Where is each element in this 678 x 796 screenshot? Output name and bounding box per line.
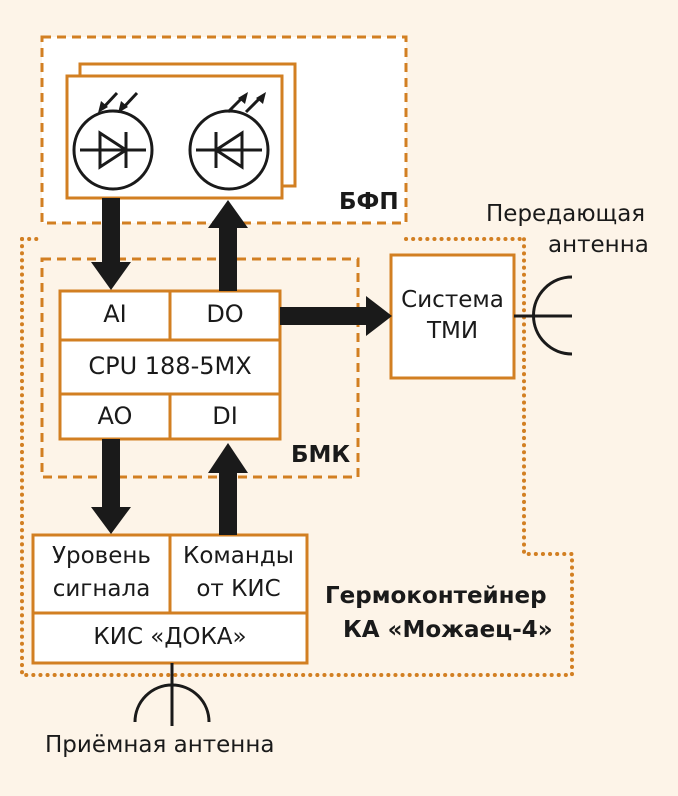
tx-antenna-line1: Передающая [486,201,646,227]
transmit-antenna-icon [514,275,573,356]
tmi-box [389,253,516,380]
hermetic-container-outline [20,237,574,677]
tx-antenna-line2: антенна [548,232,649,258]
kis-level-line1: Уровень [52,543,151,569]
bfp-label: БФП [339,189,399,215]
bmk-region [40,257,360,479]
receive-antenna-icon [133,663,211,726]
ai-label: AI [103,300,127,328]
arrow-do-to-bfp [208,200,248,291]
cpu-label: CPU 188-5MX [88,352,252,380]
tmi-line1: Система [401,287,504,313]
led-icon [188,92,270,191]
photodiode-icon [72,91,154,191]
bmk-label: БМК [291,442,351,468]
rx-antenna-label: Приёмная антенна [45,732,275,758]
kis-name: КИС «ДОКА» [93,624,247,650]
container-line1: Гермоконтейнер [325,583,547,609]
arrow-bfp-to-ai [91,198,131,290]
kis-commands-line1: Команды [183,543,294,569]
do-label: DO [206,300,244,328]
arrow-ao-to-kis [91,439,131,534]
tmi-line2: ТМИ [426,318,479,344]
di-label: DI [212,402,238,430]
container-line2: КА «Можаец-4» [343,617,553,643]
kis-level-line2: сигнала [52,576,151,602]
kis-commands-line2: от КИС [196,576,281,602]
arrow-kis-to-di [208,443,248,535]
ao-label: AO [97,402,133,430]
arrow-do-to-tmi [280,296,392,336]
